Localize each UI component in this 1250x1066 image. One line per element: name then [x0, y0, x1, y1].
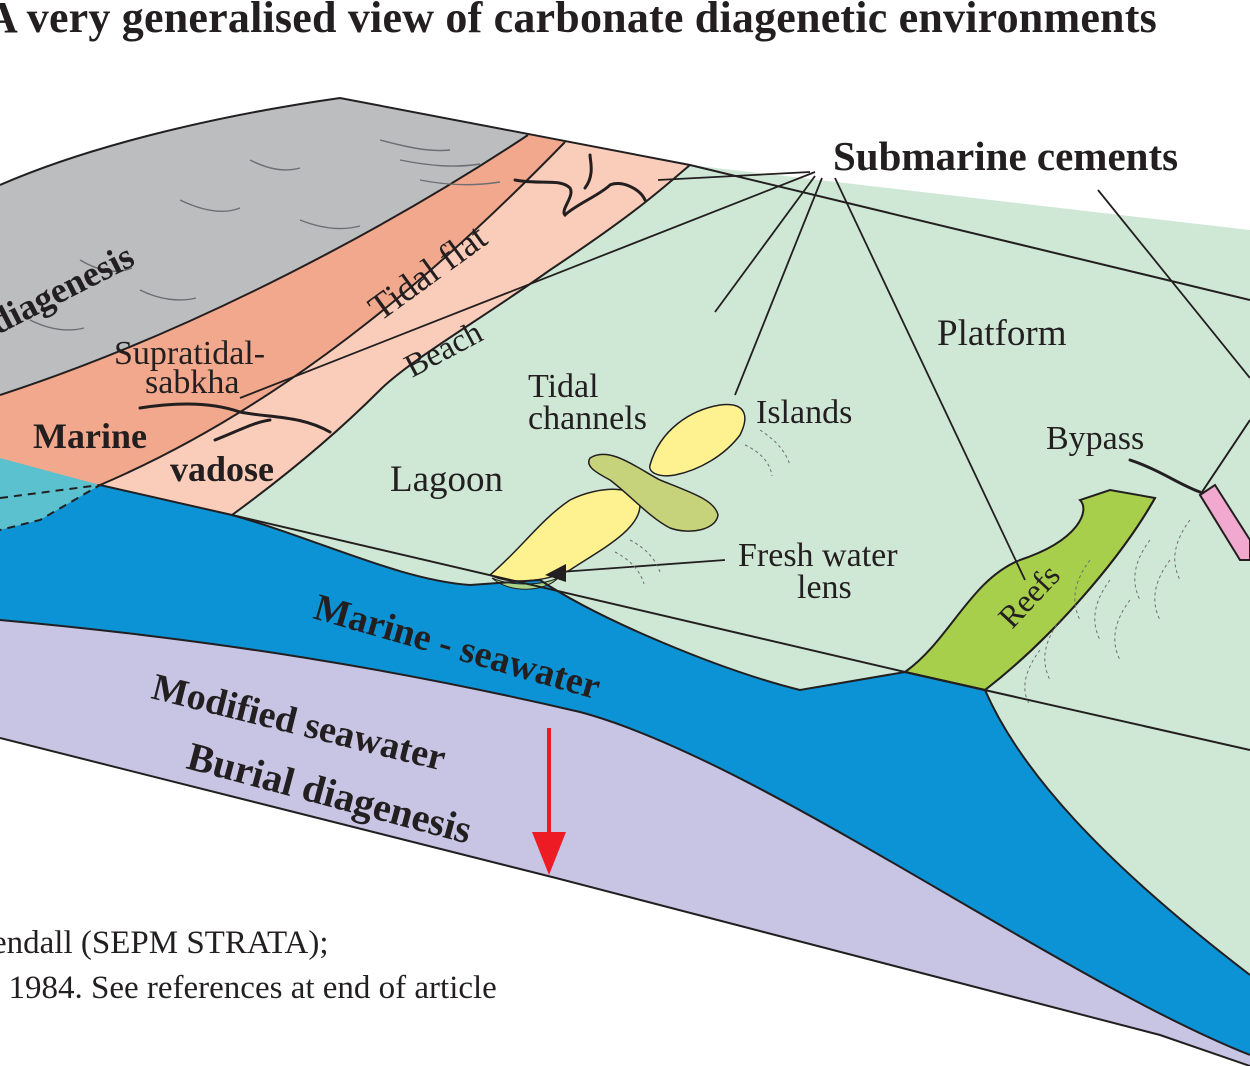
- leader-lines: [239, 171, 1250, 581]
- fresh-water-lens-arrowhead: [545, 564, 566, 582]
- label-supratidal-1: Supratidal-: [114, 335, 265, 372]
- diagram-title: A very generalised view of carbonate dia…: [0, 0, 1157, 42]
- tidal-flat-zone: [100, 142, 690, 515]
- label-tidal-channels-2: channels: [528, 400, 647, 437]
- meteoric-hatching: [29, 139, 501, 331]
- burial-arrow-head: [532, 832, 566, 875]
- island-upper: [649, 403, 746, 477]
- label-lagoon: Lagoon: [390, 459, 503, 500]
- label-tidal-channels-1: Tidal: [528, 368, 599, 405]
- supratidal-zone: [0, 135, 565, 485]
- platform-zone: [232, 165, 1250, 975]
- label-submarine-cements: Submarine cements: [833, 133, 1178, 179]
- label-supratidal-2: sabkha: [145, 364, 239, 401]
- block-outline: [0, 96, 1250, 1066]
- label-bypass: Bypass: [1046, 420, 1144, 457]
- bypass-channel: [1198, 483, 1250, 561]
- label-platform: Platform: [937, 313, 1067, 354]
- marine-seawater-zone: [0, 485, 1250, 1055]
- credit-line-1: endall (SEPM STRATA);: [0, 925, 329, 961]
- label-fresh-water-lens-1: Fresh water: [738, 537, 898, 574]
- label-vadose: vadose: [170, 449, 274, 489]
- label-fresh-water-lens-2: lens: [797, 569, 852, 606]
- label-marine: Marine: [33, 416, 147, 456]
- credit-line-2: , 1984. See references at end of article: [0, 970, 497, 1006]
- tidal-channel: [588, 453, 719, 532]
- label-islands: Islands: [756, 394, 852, 431]
- burial-zone: [0, 620, 1250, 1066]
- slope-hatching: [614, 429, 1191, 706]
- meteoric-zone: [0, 98, 528, 395]
- vadose-cracks: [138, 153, 1202, 494]
- freshwater-zone: [0, 458, 100, 530]
